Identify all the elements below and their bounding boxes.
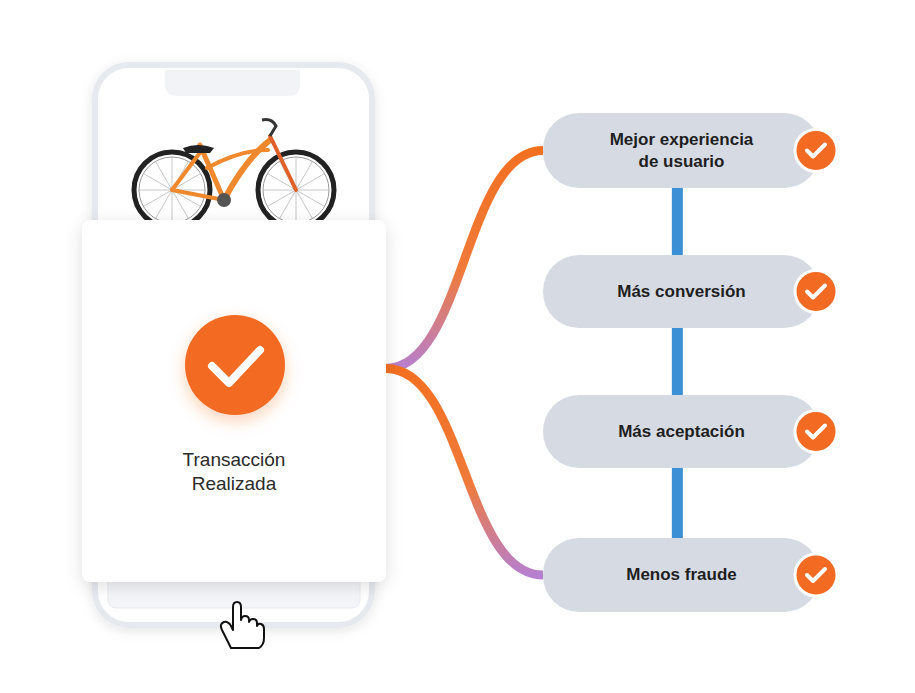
status-label: Transacción Realizada (149, 448, 319, 496)
benefit-pill: Menos fraude (543, 538, 820, 612)
phone-notch (165, 70, 300, 96)
benefit-label: Más aceptación (618, 421, 745, 443)
branch-connector (386, 151, 543, 369)
hand-cursor (221, 602, 264, 648)
bicycle-illustration (134, 120, 334, 228)
pill-check-icons (795, 130, 837, 597)
vertical-connector (672, 468, 683, 538)
benefit-pill: Más conversión (543, 255, 820, 328)
benefit-pill: Más aceptación (543, 395, 820, 468)
benefit-label: Menos fraude (626, 564, 737, 586)
vertical-connector (672, 328, 683, 395)
branch-connector (386, 368, 543, 575)
result-card: Transacción Realizada (82, 220, 386, 582)
benefit-label: Mejor experiencia de usuario (602, 129, 762, 173)
success-check-icon (185, 315, 285, 415)
vertical-connector (672, 188, 683, 255)
benefit-pill: Mejor experiencia de usuario (543, 113, 820, 188)
benefit-label: Más conversión (617, 281, 746, 303)
